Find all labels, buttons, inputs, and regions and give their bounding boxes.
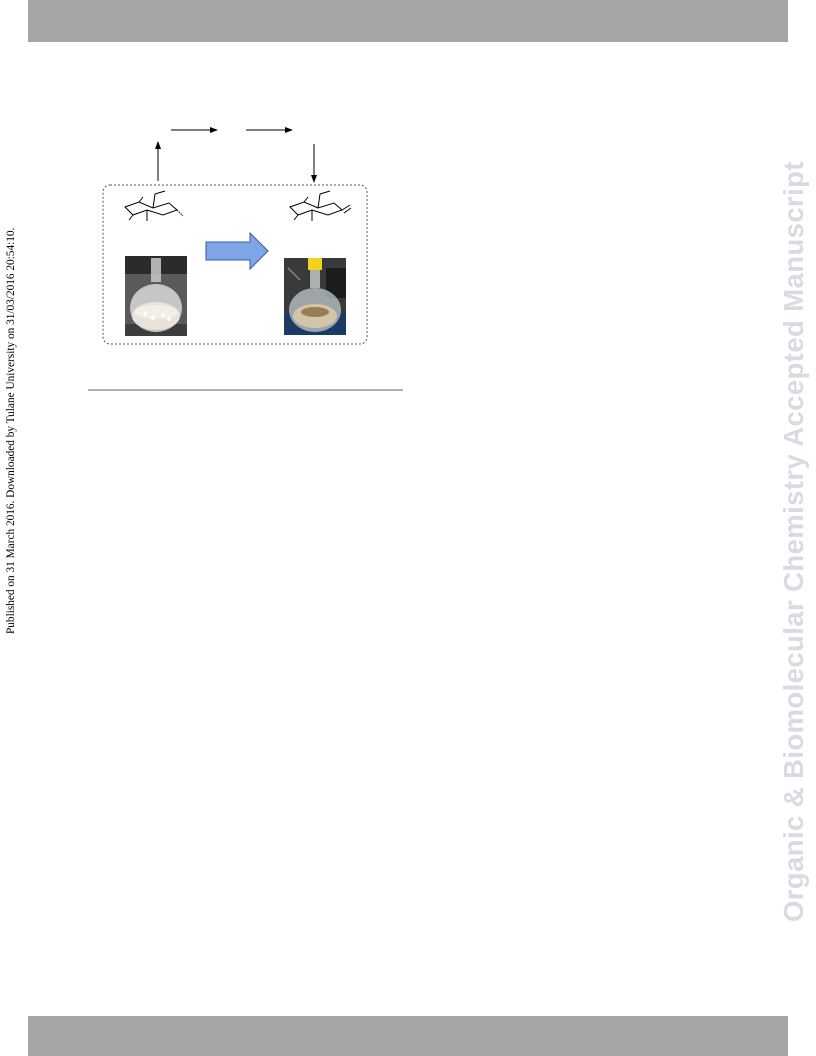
right-chair-structure <box>289 190 352 221</box>
accepted-manuscript-watermark: Organic & Biomolecular Chemistry Accepte… <box>778 161 809 922</box>
scheme-drawing <box>102 127 368 345</box>
left-chair-structure <box>124 190 184 221</box>
graphical-abstract-scheme <box>95 118 385 353</box>
transformation-arrow <box>205 231 269 271</box>
right-flask-photo <box>284 258 346 335</box>
header-bar <box>28 0 788 42</box>
section-divider <box>88 389 403 391</box>
footer-bar <box>28 1016 788 1056</box>
scheme-frame <box>102 184 368 345</box>
reaction-arrows <box>155 127 317 183</box>
left-flask-photo <box>125 256 187 336</box>
publication-note: Published on 31 March 2016. Downloaded b… <box>5 227 17 634</box>
